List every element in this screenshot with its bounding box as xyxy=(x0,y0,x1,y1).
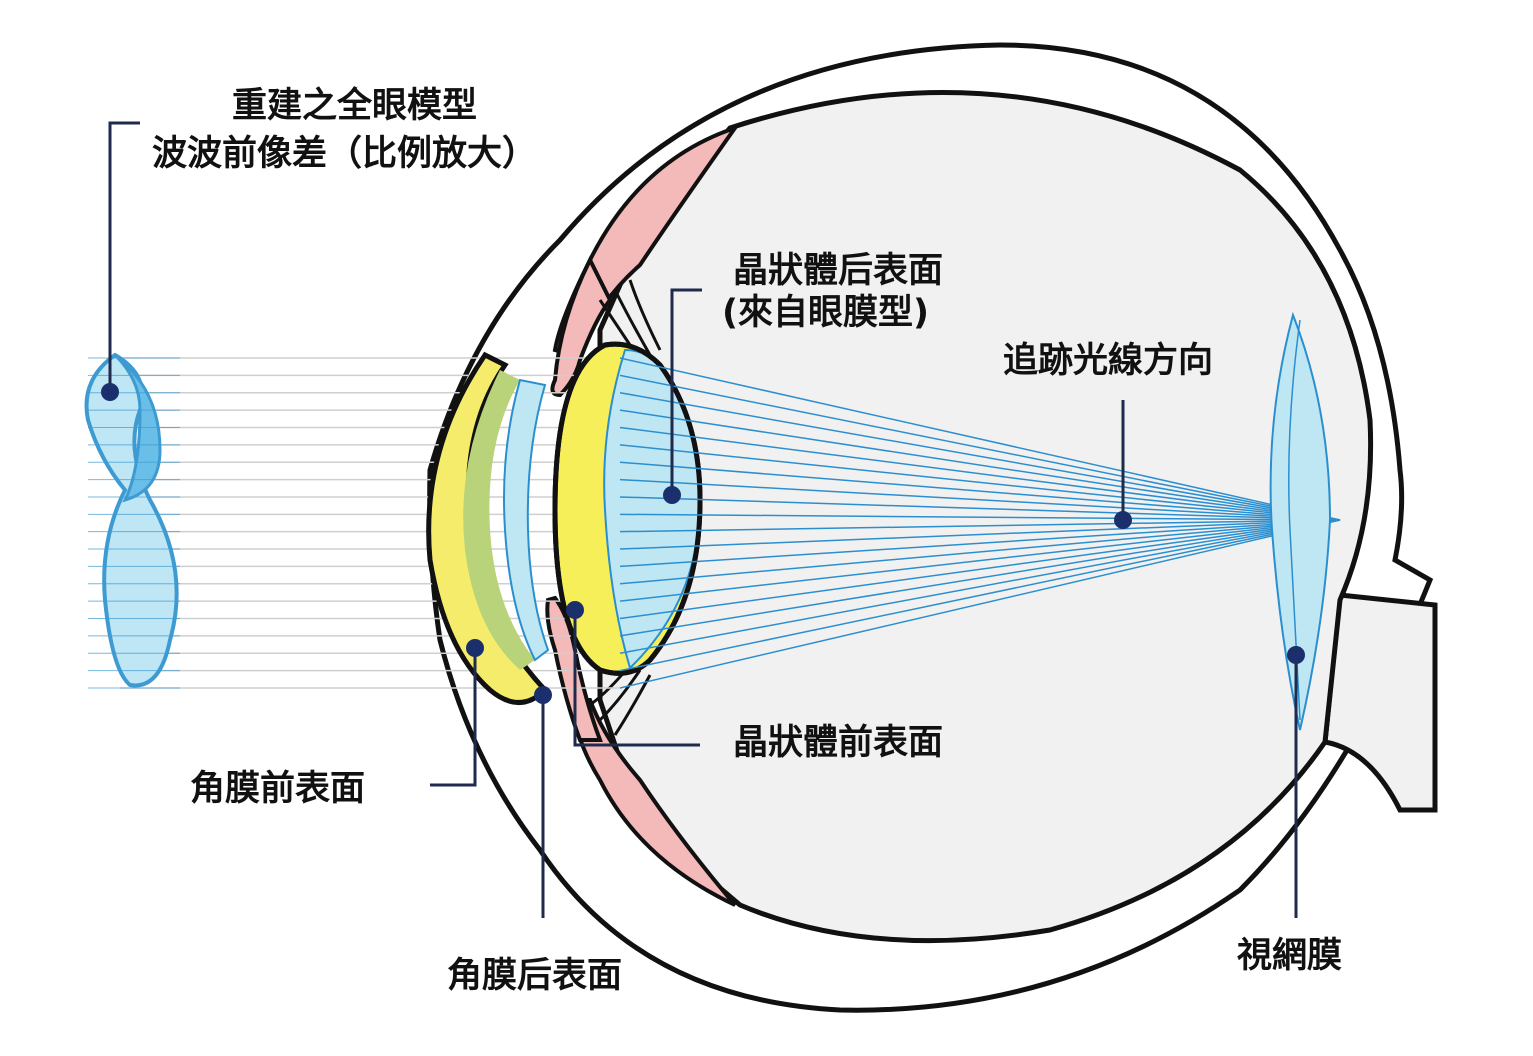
markers xyxy=(101,383,1305,704)
converging-ray xyxy=(619,519,1341,585)
converging-ray xyxy=(619,519,1341,689)
converging-ray xyxy=(619,374,1341,521)
label-cornea-front: 角膜前表面 xyxy=(190,769,366,809)
marker-lens-front xyxy=(566,601,584,619)
converging-ray xyxy=(619,444,1341,521)
converging-ray xyxy=(619,391,1341,521)
label-lens-back-line1: 晶狀體后表面 xyxy=(733,251,944,291)
converging-ray xyxy=(619,519,1341,602)
converging-ray xyxy=(619,519,1341,550)
label-lens-back-line2: (來自眼膜型) xyxy=(722,293,929,333)
converging-ray xyxy=(619,519,1341,672)
label-ray-direction: 追跡光線方向 xyxy=(1003,341,1214,381)
converging-ray xyxy=(619,519,1341,637)
marker-wavefront xyxy=(101,383,119,401)
converging-rays xyxy=(619,357,1341,689)
label-cornea-back: 角膜后表面 xyxy=(447,956,623,996)
wavefront-twist xyxy=(113,353,162,503)
converging-ray xyxy=(619,513,1341,521)
marker-ray xyxy=(1114,511,1132,529)
converging-ray xyxy=(619,519,1341,533)
parallel-rays xyxy=(120,357,620,689)
label-wavefront-line1: 重建之全眼模型 xyxy=(232,86,478,126)
converging-ray xyxy=(619,461,1341,521)
label-retina: 視網膜 xyxy=(1237,936,1343,976)
marker-cornea-front xyxy=(466,639,484,657)
leader-lines xyxy=(108,121,1298,918)
label-wavefront-line2: 波波前像差（比例放大） xyxy=(152,134,538,174)
retina-surface xyxy=(1269,311,1332,731)
converging-ray xyxy=(619,409,1341,521)
wavefront-grid-lines xyxy=(88,357,180,689)
iris-upper xyxy=(550,255,613,398)
marker-cornea-back xyxy=(534,686,552,704)
marker-retina xyxy=(1287,646,1305,664)
label-lens-front: 晶狀體前表面 xyxy=(733,723,944,763)
optic-nerve xyxy=(1322,592,1438,813)
converging-ray xyxy=(619,357,1341,521)
converging-ray xyxy=(619,519,1341,620)
converging-ray xyxy=(619,519,1341,655)
converging-ray xyxy=(619,496,1341,521)
converging-ray xyxy=(619,426,1341,521)
marker-lens-back xyxy=(663,486,681,504)
wavefront-shape xyxy=(84,352,179,688)
converging-ray xyxy=(619,519,1341,568)
converging-ray xyxy=(619,478,1341,521)
cornea-inner-green xyxy=(463,370,535,670)
cornea-inner-aqua xyxy=(503,378,550,662)
lens-outline xyxy=(552,341,703,676)
